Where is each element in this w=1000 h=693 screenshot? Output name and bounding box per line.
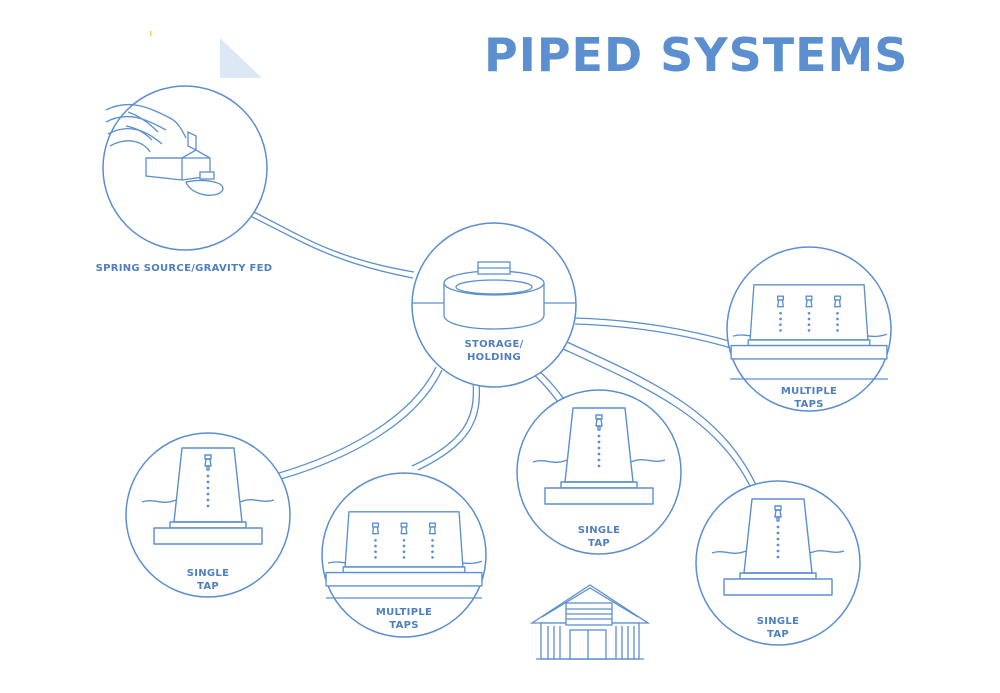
tap-stand-icon — [325, 511, 483, 587]
single-tap-left-line2: TAP — [196, 581, 219, 592]
single-tap-right-line1: SINGLE — [756, 616, 800, 627]
multi-tap-bottom-label: MULTIPLE TAPS — [354, 606, 454, 632]
storage-label-line1: STORAGE/ — [464, 339, 524, 350]
single-tap-center-label: SINGLE TAP — [549, 524, 649, 550]
multi-tap-bottom-node — [321, 472, 487, 638]
corner-dot — [150, 31, 152, 36]
single-tap-center-line1: SINGLE — [577, 525, 621, 536]
spring-source-label-text: SPRING SOURCE/GRAVITY FED — [95, 263, 273, 274]
single-tap-center-node — [516, 389, 682, 555]
single-tap-center-line2: TAP — [587, 538, 610, 549]
single-tap-left-label: SINGLE TAP — [158, 567, 258, 593]
pipe-network — [247, 209, 757, 487]
house-icon — [529, 584, 651, 660]
single-tap-left-line1: SINGLE — [186, 568, 230, 579]
storage-node — [411, 222, 577, 388]
multi-tap-bottom-line1: MULTIPLE — [375, 607, 433, 618]
storage-label: STORAGE/ HOLDING — [444, 338, 544, 364]
page-title: PIPED SYSTEMS — [484, 28, 909, 82]
spring-source-label: SPRING SOURCE/GRAVITY FED — [84, 262, 284, 275]
single-tap-right-line2: TAP — [766, 629, 789, 640]
single-tap-right-label: SINGLE TAP — [728, 615, 828, 641]
multi-tap-right-label: MULTIPLE TAPS — [759, 385, 859, 411]
tap-stand-icon — [730, 284, 888, 360]
corner-decoration — [220, 38, 262, 78]
single-tap-right-node — [695, 480, 861, 646]
storage-label-line2: HOLDING — [467, 352, 521, 363]
multi-tap-right-line2: TAPS — [794, 399, 824, 410]
spring-box-icon — [105, 103, 224, 196]
single-tap-left-node — [125, 432, 291, 598]
spring-source-node — [102, 85, 268, 251]
multi-tap-right-line1: MULTIPLE — [780, 386, 838, 397]
multi-tap-bottom-line2: TAPS — [389, 620, 419, 631]
storage-tank-icon — [443, 261, 545, 330]
multi-tap-right-node — [726, 246, 892, 412]
